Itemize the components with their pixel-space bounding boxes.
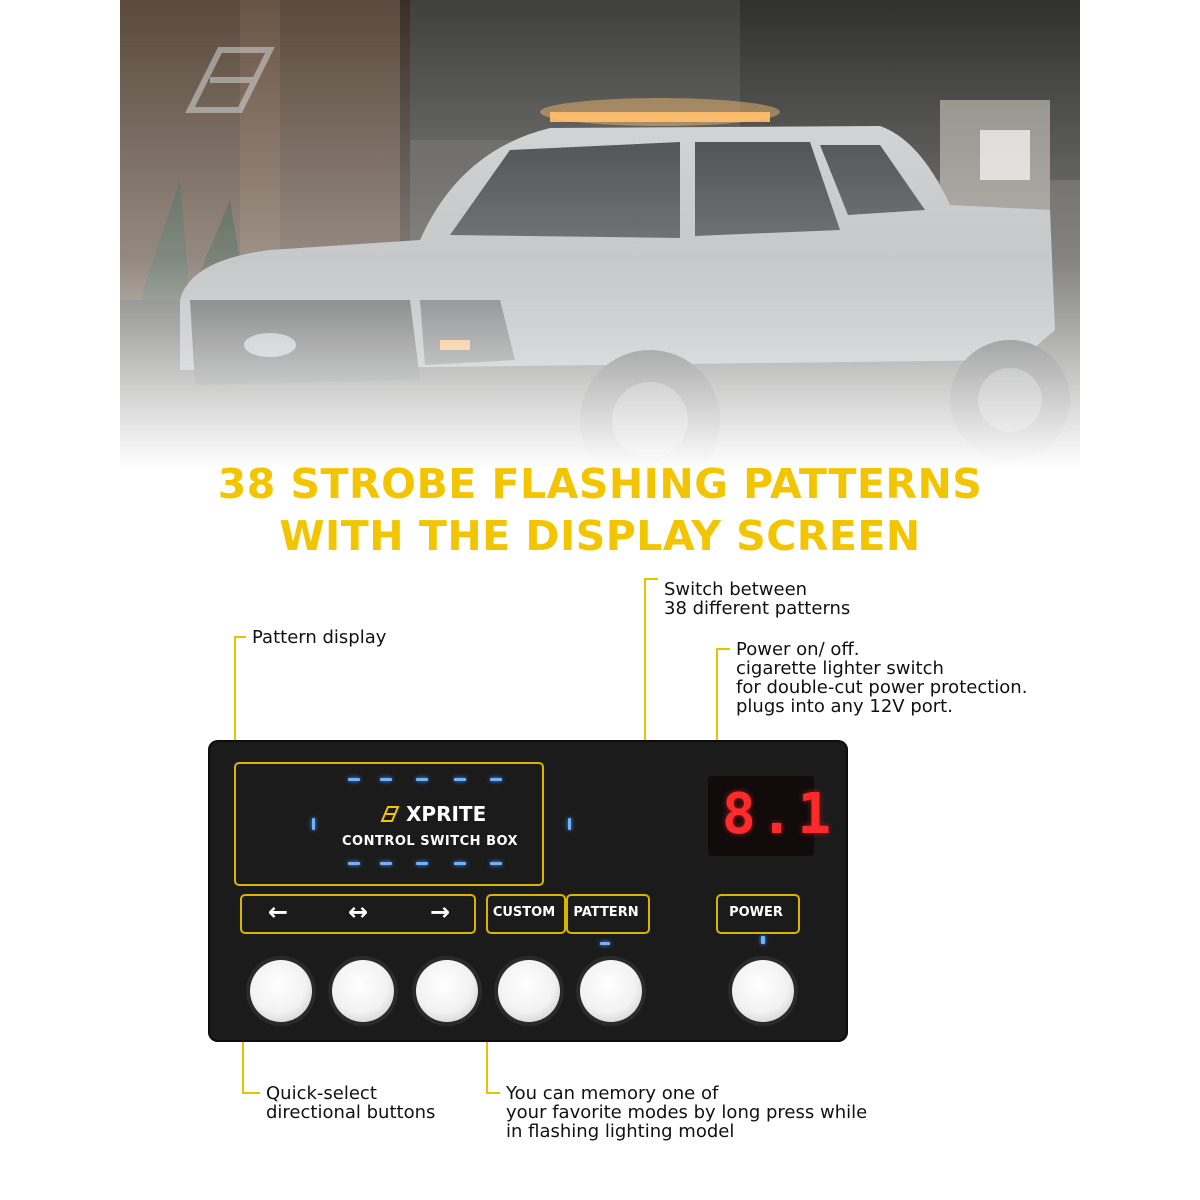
custom-button[interactable]	[498, 960, 560, 1022]
headline: 38 STROBE FLASHING PATTERNS WITH THE DIS…	[0, 458, 1200, 562]
leader-tick-power	[716, 648, 730, 650]
pattern-label: PATTERN	[573, 905, 639, 920]
callout-quick-select: Quick-select directional buttons	[266, 1084, 435, 1122]
pattern-status-led	[600, 942, 610, 945]
callout-quick-select-line-1: Quick-select	[266, 1083, 377, 1104]
pattern-label-highlight	[566, 894, 650, 934]
led-indicator	[416, 862, 428, 865]
left-direction-button[interactable]	[250, 960, 312, 1022]
led-indicator	[348, 862, 360, 865]
power-status-led	[761, 936, 765, 944]
custom-label: CUSTOM	[492, 905, 556, 920]
callout-power: Power on/ off. cigarette lighter switch …	[736, 640, 1027, 716]
callout-power-line-2: cigarette lighter switch	[736, 658, 944, 679]
callout-power-line-4: plugs into any 12V port.	[736, 696, 953, 717]
led-indicator	[348, 778, 360, 781]
led-indicator	[490, 862, 502, 865]
right-direction-button[interactable]	[416, 960, 478, 1022]
leader-tick-directional	[242, 1092, 260, 1094]
power-label: POWER	[729, 905, 783, 920]
seven-segment-display: 8.1	[708, 776, 831, 856]
callout-pattern-display: Pattern display	[252, 627, 387, 648]
callout-switch-line-1: Switch between	[664, 579, 808, 600]
callout-power-line-3: for double-cut power protection.	[736, 677, 1028, 698]
callout-switch-patterns: Switch between 38 different patterns	[664, 580, 850, 618]
power-button[interactable]	[732, 960, 794, 1022]
custom-label-highlight	[486, 894, 566, 934]
led-indicator	[380, 862, 392, 865]
callout-memory-line-3: in flashing lighting model	[506, 1121, 735, 1142]
leader-line-display	[234, 636, 236, 764]
led-indicator	[454, 862, 466, 865]
led-indicator	[490, 778, 502, 781]
led-indicator	[416, 778, 428, 781]
leader-tick-display	[234, 636, 246, 638]
headline-line-2: WITH THE DISPLAY SCREEN	[279, 512, 921, 560]
callout-memory-line-2: your favorite modes by long press while	[506, 1102, 868, 1123]
led-indicator	[312, 818, 315, 830]
callout-quick-select-line-2: directional buttons	[266, 1102, 436, 1123]
xprite-logo-icon	[380, 806, 400, 822]
callout-memory-line-1: You can memory one of	[506, 1083, 719, 1104]
power-label-highlight	[716, 894, 800, 934]
leader-tick-pattern	[644, 578, 658, 580]
brand-subtitle: CONTROL SWITCH BOX	[342, 834, 519, 849]
left-arrow-icon: ←	[267, 898, 289, 926]
both-arrow-icon: ↔	[347, 898, 369, 926]
callout-memory: You can memory one of your favorite mode…	[506, 1084, 867, 1141]
pattern-display-highlight	[234, 762, 544, 886]
right-arrow-icon: →	[429, 898, 451, 926]
both-direction-button[interactable]	[332, 960, 394, 1022]
directional-labels-highlight	[240, 894, 476, 934]
pattern-number-readout: 8.1	[722, 782, 836, 847]
pattern-button[interactable]	[580, 960, 642, 1022]
product-photo	[120, 0, 1080, 470]
led-indicator	[454, 778, 466, 781]
led-indicator	[380, 778, 392, 781]
headline-line-1: 38 STROBE FLASHING PATTERNS	[217, 460, 983, 508]
callout-switch-line-2: 38 different patterns	[664, 598, 851, 619]
led-indicator	[568, 818, 571, 830]
callout-power-line-1: Power on/ off.	[736, 639, 860, 660]
leader-tick-custom	[486, 1092, 500, 1094]
brand-name: XPRITE	[406, 802, 487, 826]
truck-photo-illustration	[120, 0, 1080, 470]
brand: XPRITE	[380, 802, 486, 826]
